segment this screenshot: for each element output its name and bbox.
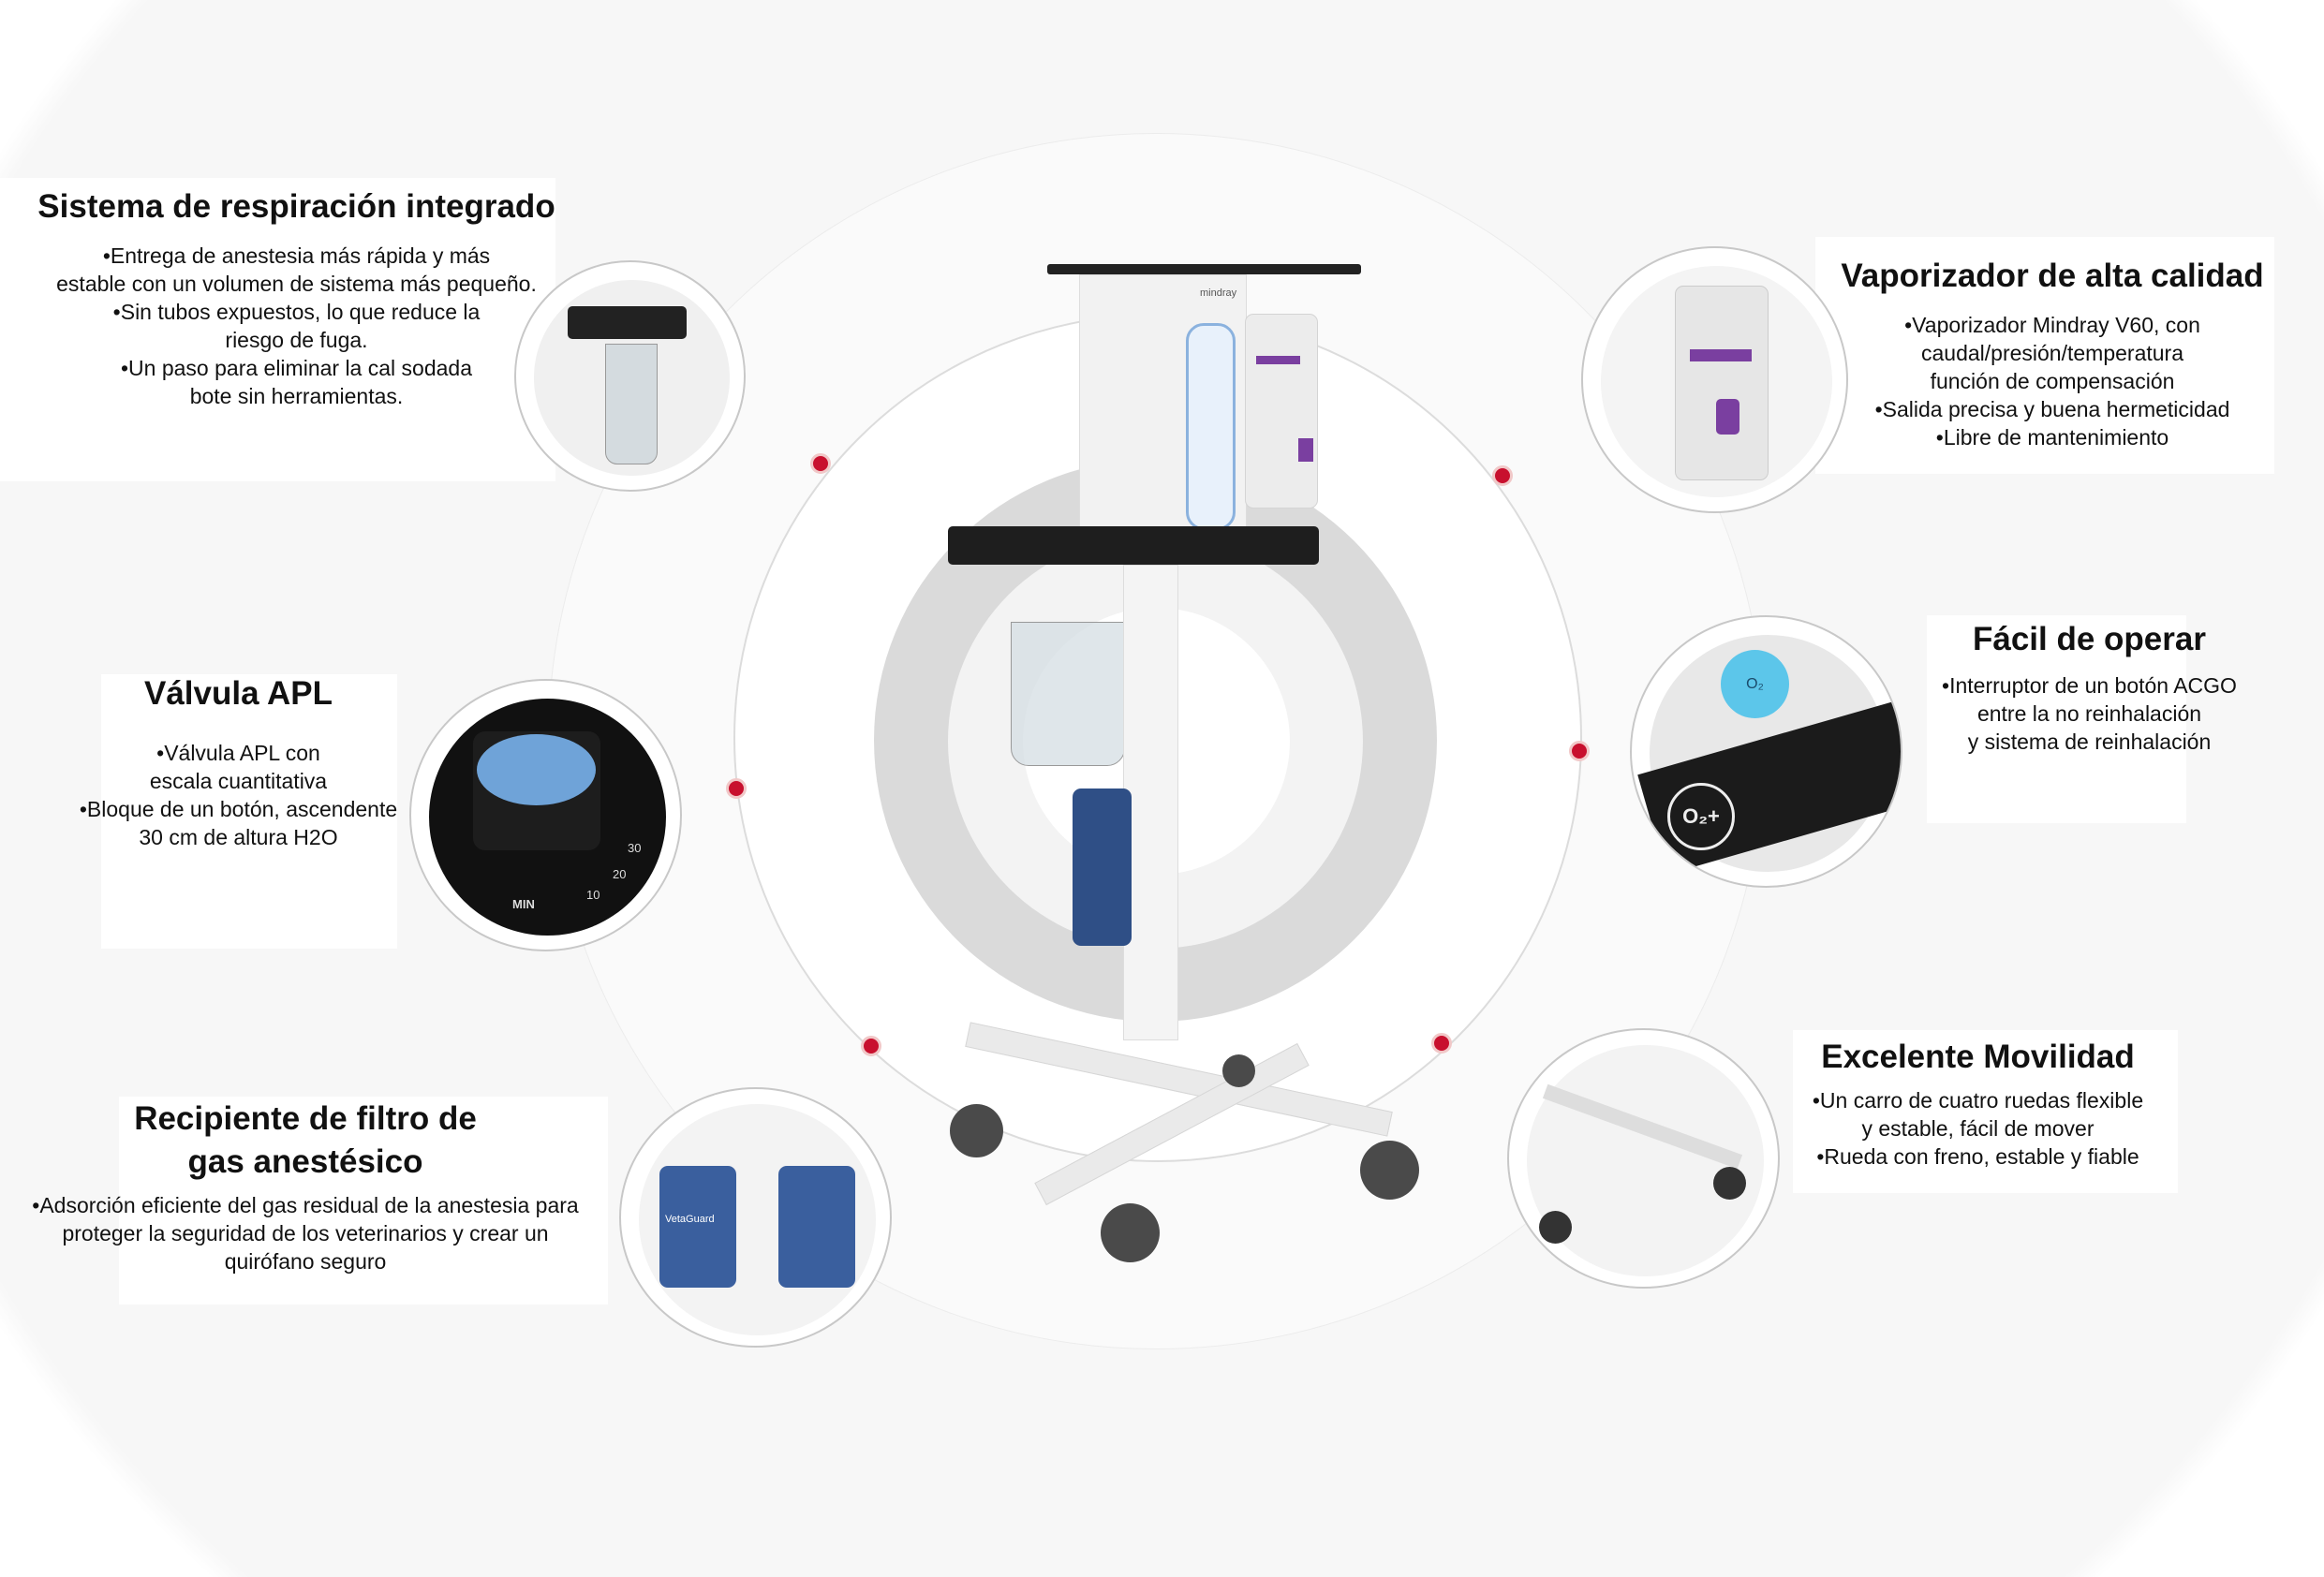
feature-title: Recipiente de filtro de (134, 1100, 477, 1137)
marker-dot (1569, 741, 1590, 761)
feature-title: Excelente Movilidad (1821, 1039, 2135, 1075)
knob-scale-label: 10 (586, 888, 600, 902)
breathing-system-image (514, 260, 746, 492)
feature-line: bote sin herramientas. (189, 384, 404, 408)
knob-scale-label: 30 (628, 841, 642, 855)
feature-title: Vaporizador de alta calidad (1841, 258, 2264, 294)
feature-line: •Un paso para eliminar la cal sodada (121, 356, 472, 380)
feature-line: •Entrega de anestesia más rápida y más (102, 243, 491, 268)
brand-label: mindray (1200, 287, 1237, 299)
o2-button-icon: O₂ (1721, 650, 1789, 718)
feature-easy-operation: Fácil de operar •Interruptor de un botón… (1897, 618, 2282, 756)
feature-line: •Sin tubos expuestos, lo que reduce la (112, 300, 481, 324)
feature-title: Fácil de operar (1973, 621, 2206, 657)
feature-title: Válvula APL (144, 675, 333, 712)
panel (1793, 1030, 2178, 1193)
feature-line: proteger la seguridad de los veterinario… (62, 1221, 549, 1245)
feature-line: •Adsorción eficiente del gas residual de… (32, 1193, 579, 1217)
feature-line: estable con un volumen de sistema más pe… (56, 272, 537, 296)
panel (101, 674, 397, 949)
mobility-image (1507, 1028, 1780, 1289)
knob-scale-label: 20 (613, 867, 627, 881)
panel (119, 1097, 608, 1304)
feature-line: •Un carro de cuatro ruedas flexible (1812, 1088, 2144, 1113)
feature-vaporizer: Vaporizador de alta calidad •Vaporizador… (1815, 255, 2289, 451)
feature-line: y sistema de reinhalación (1967, 730, 2212, 754)
feature-title: gas anestésico (187, 1143, 423, 1180)
feature-line: •Válvula APL con (156, 741, 320, 765)
feature-breathing-system: Sistema de respiración integrado •Entreg… (0, 185, 593, 410)
panel (1927, 615, 2186, 823)
feature-line: y estable, fácil de mover (1861, 1116, 2095, 1141)
panel (0, 178, 555, 481)
knob-scale-label: MIN (512, 897, 535, 911)
panel (1815, 237, 2274, 474)
o2-flush-icon: O₂+ (1667, 783, 1735, 850)
feature-line: quirófano seguro (224, 1249, 387, 1274)
marker-dot (1431, 1033, 1452, 1054)
feature-line: •Vaporizador Mindray V60, con (1904, 313, 2200, 337)
feature-line: •Interruptor de un botón ACGO (1942, 673, 2237, 698)
feature-line: •Libre de mantenimiento (1935, 425, 2169, 450)
marker-dot (810, 453, 831, 474)
feature-title: Sistema de respiración integrado (37, 188, 555, 225)
apl-valve-image: MIN 10 20 30 (409, 679, 682, 951)
marker-dot (861, 1036, 881, 1056)
feature-line: •Salida precisa y buena hermeticidad (1874, 397, 2230, 421)
feature-line: caudal/presión/temperatura (1921, 341, 2183, 365)
marker-dot (1492, 465, 1513, 486)
feature-line: •Rueda con freno, estable y fiable (1816, 1144, 2139, 1169)
marker-dot (726, 778, 747, 799)
canister-label: VetaGuard (665, 1214, 715, 1225)
vaporizer-image (1581, 246, 1848, 513)
feature-line: riesgo de fuga. (225, 328, 368, 352)
feature-line: escala cuantitativa (149, 769, 328, 793)
feature-apl-valve: Válvula APL •Válvula APL con escala cuan… (46, 672, 431, 851)
feature-line: 30 cm de altura H2O (139, 825, 338, 849)
feature-line: •Bloque de un botón, ascendente (79, 797, 398, 821)
feature-mobility: Excelente Movilidad •Un carro de cuatro … (1778, 1036, 2178, 1171)
filter-canister-image: VetaGuard (619, 1087, 892, 1348)
feature-line: entre la no reinhalación (1976, 701, 2202, 726)
acgo-switch-image: O₂ O₂+ (1630, 615, 1902, 888)
feature-line: función de compensación (1930, 369, 2175, 393)
feature-filter-canister: Recipiente de filtro de gas anestésico •… (0, 1098, 611, 1275)
